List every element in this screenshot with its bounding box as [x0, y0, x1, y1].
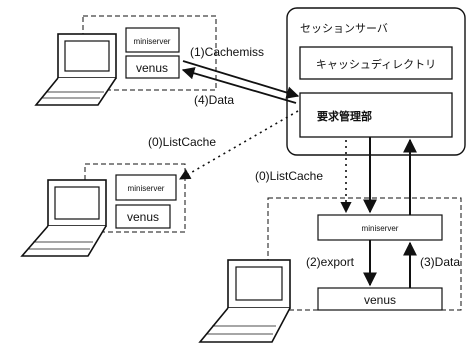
- client-middle: miniserver venus: [20, 163, 186, 257]
- client-bottom: miniserver venus: [198, 197, 462, 343]
- laptop-icon: [34, 33, 117, 106]
- data4-label: (4)Data: [194, 93, 234, 107]
- request-manager-label: 要求管理部: [317, 109, 372, 123]
- venus-label: venus: [136, 61, 168, 75]
- client-middle-dashed-box: [84, 163, 186, 233]
- request-manager-box: [299, 92, 453, 138]
- cachemiss-label: (1)Cachemiss: [190, 45, 264, 59]
- venus-label: venus: [364, 293, 396, 307]
- miniserver-label: miniserver: [362, 224, 399, 233]
- miniserver-label: miniserver: [128, 184, 165, 193]
- laptop-icon: [198, 259, 291, 343]
- data3-label: (3)Data: [420, 255, 460, 269]
- data4-arrow: [181, 67, 297, 104]
- cache-directory-box: [299, 46, 453, 80]
- listcache-left-label: (0)ListCache: [148, 135, 216, 149]
- cachemiss-arrow: [182, 60, 300, 99]
- export2-label: (2)export: [306, 255, 355, 269]
- venus-box: [125, 55, 180, 79]
- venus-box: [317, 287, 443, 311]
- cache-directory-label: キャッシュディレクトリ: [316, 57, 436, 71]
- client-top: miniserver venus: [34, 15, 217, 106]
- session-server-title: セッションサーバ: [300, 22, 388, 35]
- venus-label: venus: [127, 210, 159, 224]
- miniserver-box: [317, 214, 443, 241]
- listcache-right-label: (0)ListCache: [255, 169, 323, 183]
- laptop-icon: [20, 179, 107, 257]
- venus-box: [115, 204, 171, 229]
- miniserver-box: [125, 27, 180, 53]
- miniserver-box: [115, 174, 177, 201]
- miniserver-label: miniserver: [134, 37, 171, 46]
- session-server: セッションサーバ キャッシュディレクトリ 要求管理部: [286, 7, 466, 156]
